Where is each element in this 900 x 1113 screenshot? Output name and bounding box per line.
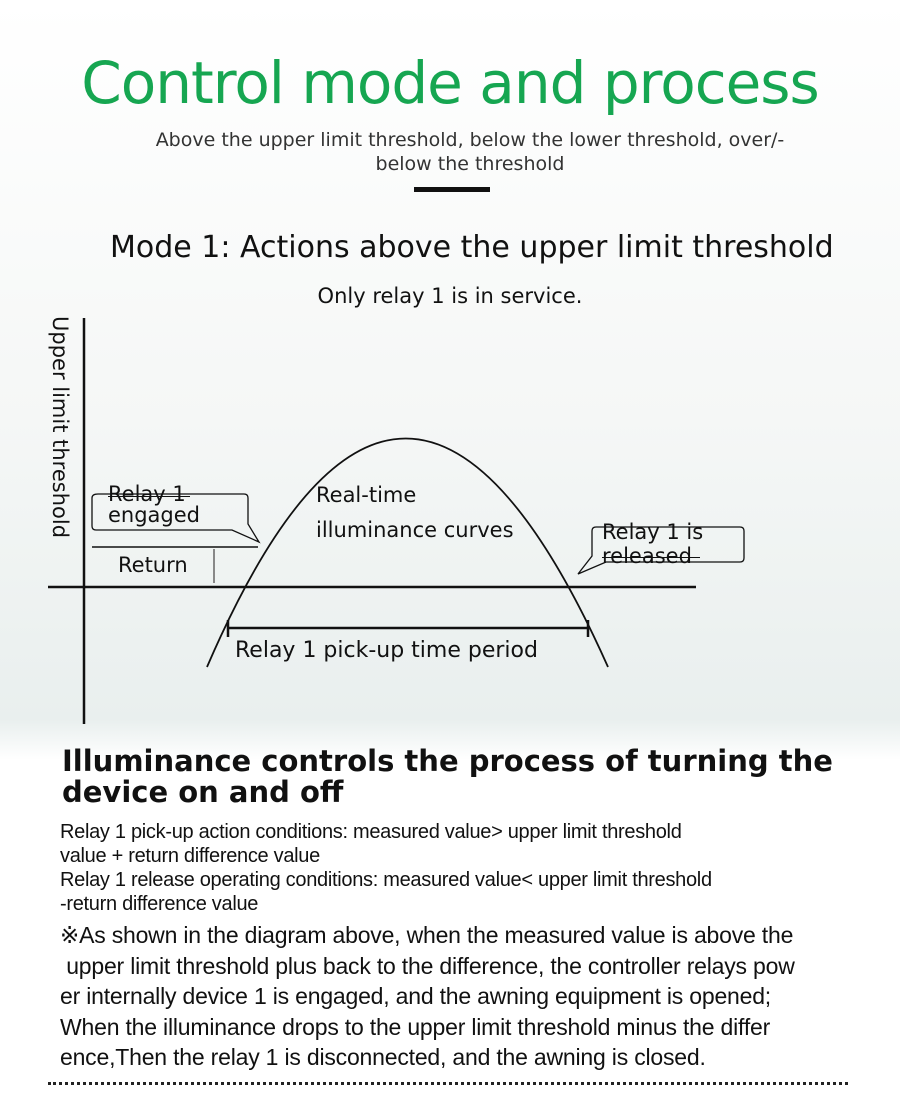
subtitle-line: Above the upper limit threshold, below t… xyxy=(155,129,785,151)
release-condition-line: Relay 1 release operating conditions: me… xyxy=(60,869,712,891)
mode-title: Mode 1: Actions above the upper limit th… xyxy=(110,230,834,265)
process-title: Illuminance controls the process of turn… xyxy=(62,744,833,809)
pickup-condition-line: Relay 1 pick-up action conditions: measu… xyxy=(60,821,682,843)
dotted-divider xyxy=(48,1082,848,1085)
period-label: Relay 1 pick-up time period xyxy=(235,638,538,663)
title-underline xyxy=(414,187,490,192)
relay-released-line: Relay 1 is xyxy=(602,520,704,544)
relay-released-line: released xyxy=(602,544,692,568)
page-title: Control mode and process xyxy=(81,49,819,117)
relay-engaged-label: Relay 1 engaged xyxy=(108,482,200,532)
return-label: Return xyxy=(118,553,188,577)
pickup-condition: Relay 1 pick-up action conditions: measu… xyxy=(60,820,860,868)
subtitle-line: below the threshold xyxy=(375,153,565,175)
illuminance-curve xyxy=(206,437,609,668)
relay-released-label: Relay 1 is released xyxy=(602,520,703,568)
page-subtitle: Above the upper limit threshold, below t… xyxy=(120,128,820,176)
y-axis-label: Upper limit threshold xyxy=(48,316,72,539)
strike-line xyxy=(602,557,700,558)
curve-label-line: Real-time xyxy=(316,483,417,507)
note-line: ence,Then the relay 1 is disconnected, a… xyxy=(60,1044,706,1070)
note-line: upper limit threshold plus back to the d… xyxy=(60,952,795,979)
mode-subtitle: Only relay 1 is in service. xyxy=(317,284,583,308)
pickup-condition-line: value + return difference value xyxy=(60,845,320,867)
strike-line xyxy=(108,496,190,497)
process-note: ※As shown in the diagram above, when the… xyxy=(60,920,890,1073)
threshold-diagram xyxy=(48,318,745,724)
note-line: er internally device 1 is engaged, and t… xyxy=(60,983,771,1009)
relay-engaged-line: Relay 1 xyxy=(108,482,186,506)
release-condition: Relay 1 release operating conditions: me… xyxy=(60,868,860,916)
relay-engaged-callout xyxy=(91,493,261,544)
curve-label: Real-time illuminance curves xyxy=(316,478,514,548)
relay-engaged-line: engaged xyxy=(108,503,201,527)
release-condition-line: -return difference value xyxy=(60,893,259,915)
note-line: ※As shown in the diagram above, when the… xyxy=(60,922,794,948)
curve-label-line: illuminance curves xyxy=(316,518,514,542)
note-line: When the illuminance drops to the upper … xyxy=(60,1013,771,1040)
relay-released-callout xyxy=(577,526,745,575)
